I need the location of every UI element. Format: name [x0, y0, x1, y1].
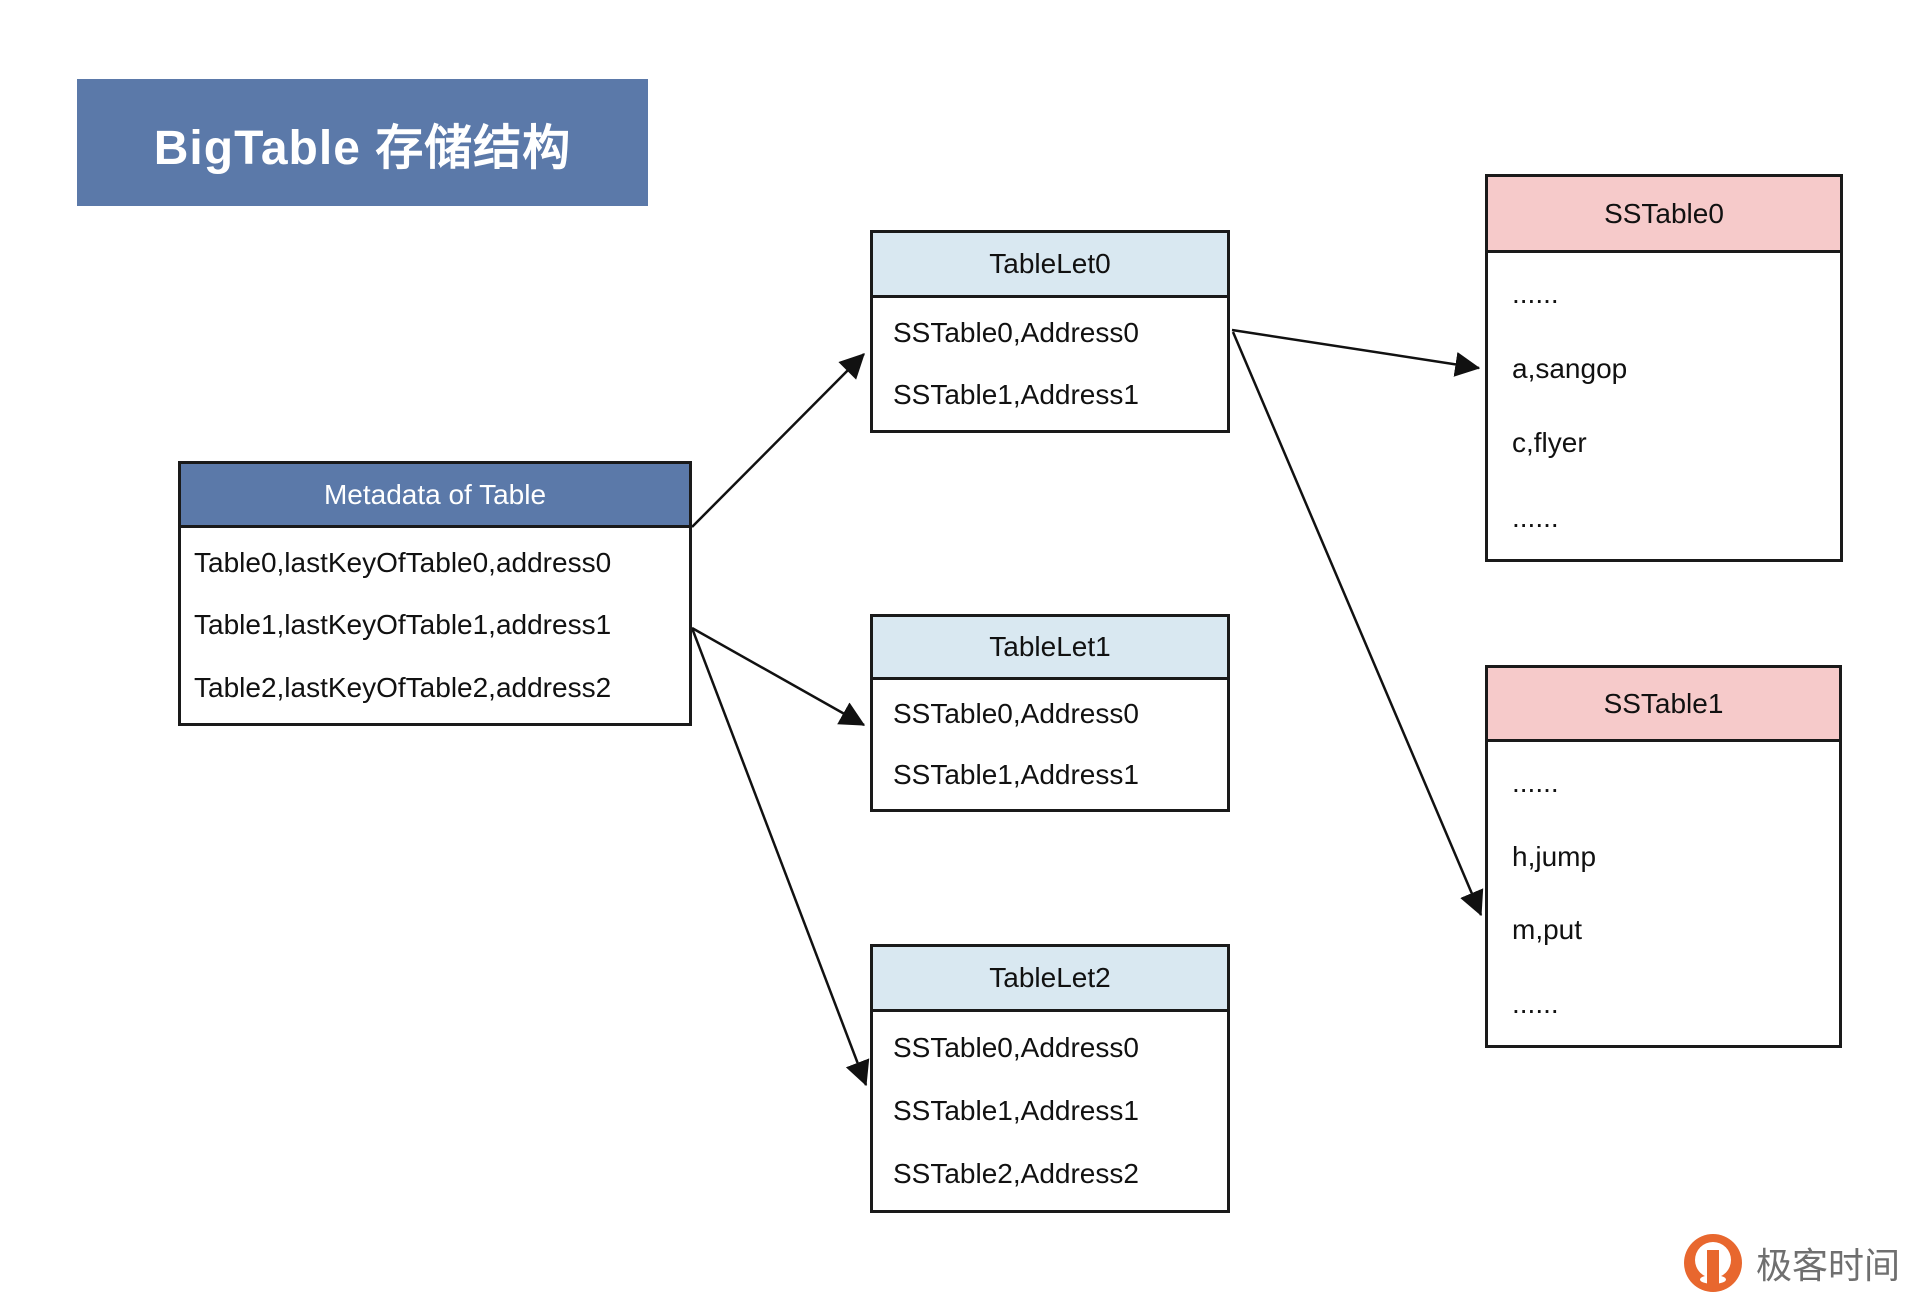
tablelet-row: SSTable1,Address1	[893, 379, 1139, 410]
metadata-table-header-text: Metadata of Table	[323, 478, 547, 510]
sstable-row: ......	[1512, 766, 1559, 798]
page-title-text: BigTable 存储结构	[153, 121, 572, 175]
tablelet-row: SSTable1,Address1	[893, 1094, 1139, 1126]
metadata-row: Table2,lastKeyOfTable2,address2	[194, 671, 612, 703]
geektime-logo-text: 极客时间	[1756, 1245, 1901, 1286]
sstable-row: h,jump	[1512, 840, 1597, 872]
sstable0-header-text: SSTable0	[1604, 197, 1724, 229]
tablelet-row: SSTable0,Address0	[893, 317, 1139, 348]
tablelet-row: SSTable2,Address2	[893, 1158, 1139, 1190]
sstable-row: ......	[1512, 501, 1559, 533]
sstable1-body: ...... h,jump m,put ......	[1488, 742, 1839, 1045]
tablelet1-body: SSTable0,Address0 SSTable1,Address1	[873, 680, 1227, 809]
tablelet1-header: TableLet1	[873, 617, 1227, 680]
sstable1-box: SSTable1 ...... h,jump m,put ......	[1485, 665, 1842, 1048]
tablelet0-body: SSTable0,Address0 SSTable1,Address1	[873, 298, 1227, 430]
arrow-metadata-to-tablelet1	[691, 626, 866, 727]
sstable-row: ......	[1512, 988, 1559, 1020]
sstable-row: ......	[1512, 278, 1559, 310]
geektime-logo: 极客时间	[1684, 1234, 1900, 1292]
page-title: BigTable 存储结构	[77, 79, 648, 206]
sstable-row: m,put	[1512, 914, 1583, 946]
metadata-table-body: Table0,lastKeyOfTable0,address0 Table1,l…	[181, 528, 689, 723]
arrow-tablelet0-to-sstable1	[1231, 331, 1484, 917]
tablelet2-header: TableLet2	[873, 947, 1227, 1012]
sstable0-box: SSTable0 ...... a,sangop c,flyer ......	[1485, 174, 1843, 562]
tablelet0-box: TableLet0 SSTable0,Address0 SSTable1,Add…	[870, 230, 1230, 433]
sstable0-body: ...... a,sangop c,flyer ......	[1488, 253, 1840, 559]
geektime-icon	[1684, 1234, 1742, 1292]
arrow-metadata-to-tablelet2	[690, 627, 870, 1087]
sstable1-header: SSTable1	[1488, 668, 1839, 742]
tablelet1-header-text: TableLet1	[989, 631, 1111, 662]
tablelet0-header: TableLet0	[873, 233, 1227, 298]
sstable-row: a,sangop	[1512, 352, 1628, 384]
metadata-table-header: Metadata of Table	[181, 464, 689, 528]
tablelet2-box: TableLet2 SSTable0,Address0 SSTable1,Add…	[870, 944, 1230, 1213]
metadata-row: Table1,lastKeyOfTable1,address1	[194, 609, 612, 641]
sstable-row: c,flyer	[1512, 427, 1587, 459]
arrow-metadata-to-tablelet0	[691, 353, 865, 528]
arrow-tablelet0-to-sstable0	[1231, 328, 1481, 377]
tablelet1-box: TableLet1 SSTable0,Address0 SSTable1,Add…	[870, 614, 1230, 812]
sstable1-header-text: SSTable1	[1603, 687, 1724, 719]
tablelet2-body: SSTable0,Address0 SSTable1,Address1 SSTa…	[873, 1012, 1227, 1210]
tablelet-row: SSTable0,Address0	[893, 698, 1139, 730]
sstable0-header: SSTable0	[1488, 177, 1840, 253]
tablelet-row: SSTable0,Address0	[893, 1031, 1139, 1063]
metadata-table-box: Metadata of Table Table0,lastKeyOfTable0…	[178, 461, 692, 726]
tablelet2-header-text: TableLet2	[989, 962, 1111, 993]
tablelet0-header-text: TableLet0	[989, 248, 1111, 279]
tablelet-row: SSTable1,Address1	[893, 758, 1139, 790]
metadata-row: Table0,lastKeyOfTable0,address0	[194, 547, 612, 579]
